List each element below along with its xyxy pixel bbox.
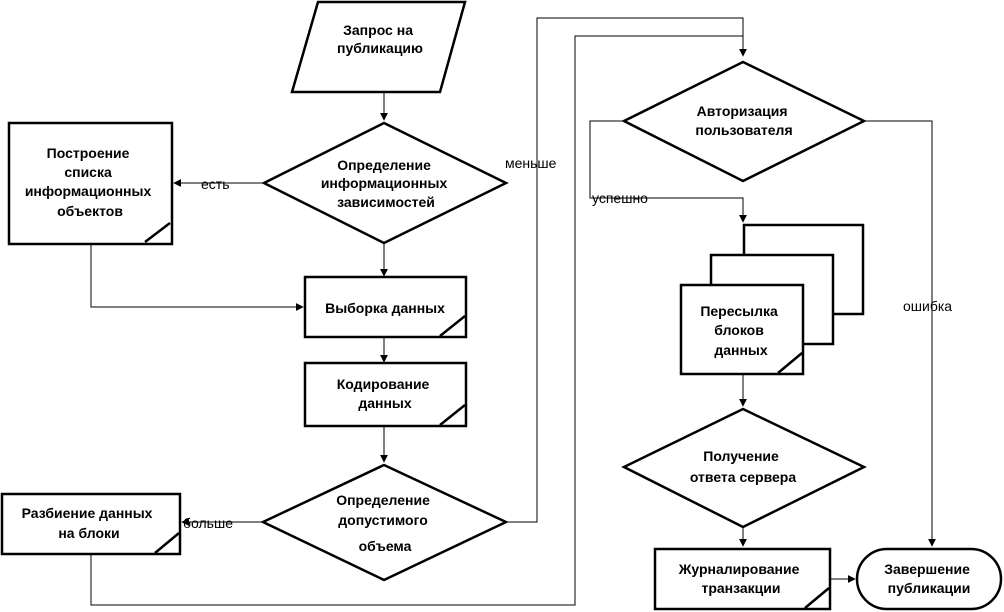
node-split-blocks: Разбиение данных на блоки	[0, 492, 182, 556]
node-send-blocks: Пересылка блоков данных	[679, 223, 865, 376]
node-request-label: Запрос на публикацию	[337, 22, 423, 56]
edge-split-to-authorize	[90, 35, 743, 606]
node-send-blocks-label: Пересылка блоков данных	[700, 303, 781, 358]
node-select-data-label: Выборка данных	[325, 300, 445, 316]
node-determine-deps-label: Определение информационных зависимостей	[321, 157, 451, 210]
node-request: Запрос на публикацию	[290, 0, 467, 94]
node-determine-deps: Определение информационных зависимостей	[261, 121, 509, 245]
node-log-transaction: Журналирование транзакции	[653, 547, 832, 611]
edge-label-success: успешно	[592, 190, 648, 206]
edge-label-less: меньше	[505, 155, 557, 171]
edge-authorize-to-finish	[864, 120, 936, 547]
node-finish-label: Завершение публикации	[884, 561, 974, 596]
node-encode-data-label: Кодирование данных	[337, 376, 433, 411]
node-build-list: Построение списка информационных объекто…	[7, 121, 174, 246]
edge-authorize-to-send	[589, 120, 747, 223]
node-server-response: Получение ответа сервера	[621, 407, 867, 529]
edge-build-list-to-select	[90, 244, 304, 311]
connectors	[90, 17, 936, 606]
node-encode-data: Кодирование данных	[303, 361, 468, 428]
edge-volume-to-authorize	[506, 17, 747, 523]
edge-label-error: ошибка	[903, 298, 952, 314]
node-select-data: Выборка данных	[303, 275, 468, 339]
node-authorize-label: Авторизация пользователя	[695, 103, 792, 138]
node-server-response-label: Получение ответа сервера	[690, 448, 796, 485]
edge-label-more: больше	[183, 515, 233, 531]
node-determine-volume-label: Определение допустимого объема	[336, 492, 434, 554]
edge-label-exists: есть	[201, 176, 230, 192]
node-build-list-label: Построение списка информационных объекто…	[25, 145, 155, 219]
node-log-transaction-label: Журналирование транзакции	[678, 561, 804, 596]
node-determine-volume: Определение допустимого объема	[260, 463, 509, 582]
node-authorize: Авторизация пользователя	[621, 60, 867, 183]
node-finish: Завершение публикации	[855, 547, 1003, 611]
node-split-blocks-label: Разбиение данных на блоки	[22, 505, 157, 541]
